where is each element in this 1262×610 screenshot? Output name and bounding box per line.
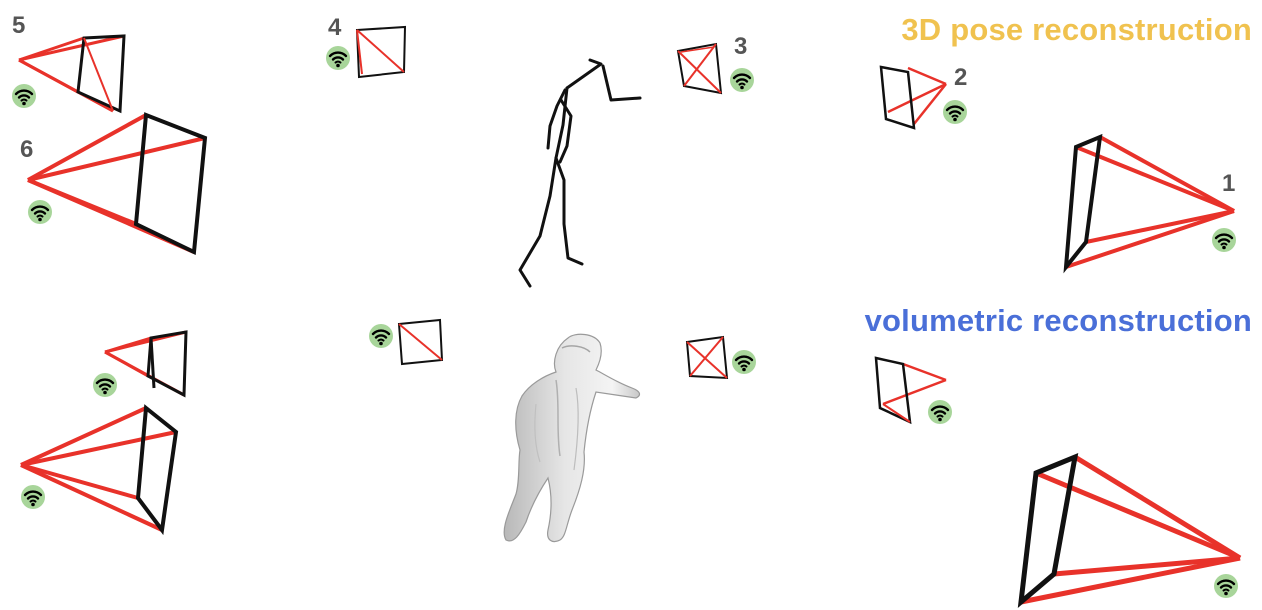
camera-2-wifi-icon (941, 98, 969, 126)
camera-label-6: 6 (20, 136, 34, 163)
camera-label-2: 2 (954, 64, 968, 91)
camera-1-wifi-icon-volumetric (1212, 572, 1240, 600)
camera-3-wifi-icon (728, 66, 756, 94)
volumetric-human-mesh (503, 333, 641, 543)
camera-4-frustum (355, 25, 407, 79)
camera-label-5: 5 (12, 12, 26, 39)
camera-2-frustum-volumetric (874, 356, 947, 425)
camera-3-wifi-icon-volumetric (730, 348, 758, 376)
camera-6-frustum (27, 112, 208, 256)
camera-1-frustum (1063, 133, 1235, 274)
camera-2-frustum (879, 65, 947, 130)
camera-3-frustum-volumetric (685, 335, 729, 380)
camera-6-wifi-icon-volumetric (19, 483, 47, 511)
camera-5-wifi-icon-volumetric (91, 371, 119, 399)
camera-label-3: 3 (734, 33, 748, 60)
camera-1-wifi-icon (1210, 226, 1238, 254)
camera-label-1: 1 (1222, 170, 1236, 197)
camera-4-wifi-icon (324, 44, 352, 72)
camera-5-wifi-icon (10, 82, 38, 110)
camera-label-4: 4 (328, 14, 342, 41)
camera-3-frustum (676, 42, 723, 95)
camera-6-frustum-volumetric (20, 404, 179, 536)
camera-2-wifi-icon-volumetric (926, 398, 954, 426)
camera-1-frustum-volumetric (1017, 452, 1242, 609)
volumetric-reconstruction-title: volumetric reconstruction (864, 303, 1252, 338)
camera-6-wifi-icon (26, 198, 54, 226)
camera-4-frustum-volumetric (397, 318, 444, 366)
camera-5-frustum (18, 34, 126, 114)
camera-5-frustum-volumetric (104, 330, 188, 398)
camera-4-wifi-icon-volumetric (367, 322, 395, 350)
skeleton-pose (518, 58, 642, 288)
pose-reconstruction-title: 3D pose reconstruction (901, 12, 1252, 47)
